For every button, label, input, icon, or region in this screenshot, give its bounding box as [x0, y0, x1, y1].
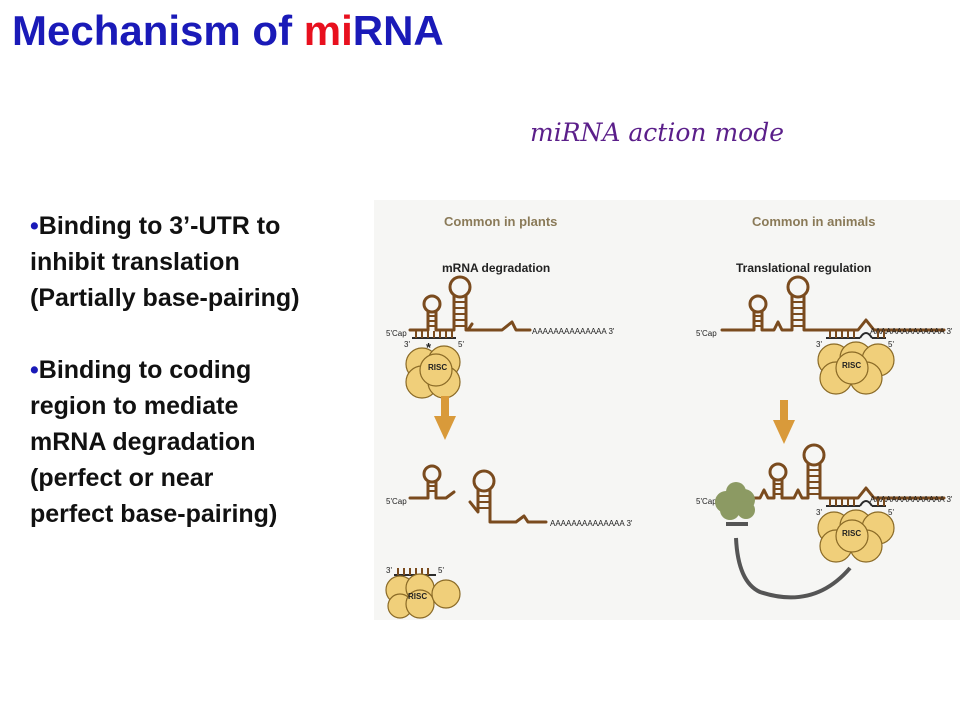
- risc-label: RISC: [842, 529, 861, 538]
- plants-subheader: mRNA degradation: [442, 261, 550, 275]
- bullet-text: Binding to coding: [38, 356, 252, 384]
- plants-header: Common in plants: [444, 214, 557, 229]
- base-pairs: [829, 499, 885, 506]
- hairpin-loop: [748, 294, 768, 314]
- arrow-down-icon: [773, 400, 795, 444]
- risc-complex: RISC: [405, 345, 461, 399]
- bullet-item-coding-region: •Binding to coding region to mediate mRN…: [30, 352, 375, 532]
- plants-mrna-cleaved: 5'Cap AAAAAAAAAAAAAA 3': [386, 464, 633, 528]
- hairpin-loop: [422, 294, 442, 314]
- mrna-strand: [466, 322, 474, 332]
- bullet-marker: •: [30, 356, 39, 384]
- figure-caption: miRNA action mode: [530, 118, 785, 147]
- risc-complex: RISC: [817, 509, 895, 563]
- mirna-5-end: 5': [438, 566, 444, 575]
- arrow-down-icon: [434, 396, 456, 440]
- title-accent: mi: [303, 7, 353, 54]
- mrna-strand: [720, 294, 946, 332]
- mirna-bulge: [859, 332, 873, 339]
- plants-panel: Common in plants mRNA degradation 5'Cap …: [385, 214, 633, 619]
- risc-label: RISC: [408, 592, 427, 601]
- bullet-line: mRNA degradation: [30, 428, 256, 456]
- polya-tail: AAAAAAAAAAAAAA 3': [870, 327, 953, 336]
- bullet-line: region to mediate: [30, 392, 239, 420]
- hairpin-loop: [802, 443, 826, 467]
- feedback-inhibition-arc: [734, 537, 852, 600]
- cap-label: 5'Cap: [696, 497, 717, 506]
- hairpin-loop: [422, 464, 442, 484]
- hairpin-stem: [754, 301, 804, 327]
- mirna-5-end: 5': [888, 508, 894, 517]
- mirna-5-end: 5': [458, 340, 464, 349]
- bullet-line: perfect base-pairing): [30, 500, 278, 528]
- cap-label: 5'Cap: [696, 329, 717, 338]
- bullet-line: (Partially base-pairing): [30, 284, 300, 312]
- risc-complex: RISC: [817, 341, 895, 395]
- mirna-3-end: 3': [404, 340, 410, 349]
- hairpin-loop: [768, 462, 788, 482]
- base-pairs: [415, 331, 453, 338]
- mrna-strand: [720, 462, 946, 500]
- polya-tail: AAAAAAAAAAAAAA 3': [550, 519, 633, 528]
- hairpin-stem: [428, 301, 466, 327]
- mirna-3-end: 3': [816, 340, 822, 349]
- base-pairs: [829, 331, 885, 338]
- title-prefix: Mechanism of: [12, 7, 304, 54]
- hairpin-loop: [472, 469, 496, 493]
- ribosome-icon: [715, 482, 755, 520]
- plants-mrna-top: 5'Cap AAAAAAAAAAAAAA 3' 3' 5' * RISC: [386, 275, 615, 399]
- bullet-marker: •: [30, 212, 39, 240]
- bullet-item-utr-binding: •Binding to 3’-UTR to inhibit translatio…: [30, 208, 375, 316]
- bullet-text: Binding to 3’-UTR to: [38, 212, 281, 240]
- base-pairs: [397, 568, 429, 575]
- mirna-5-end: 5': [888, 340, 894, 349]
- animals-mrna-repressed: 5'Cap AAAAAAAAAAAAAA 3' 3' 5': [696, 443, 953, 600]
- polya-tail: AAAAAAAAAAAAAA 3': [532, 327, 615, 336]
- title-suffix: RNA: [352, 7, 444, 54]
- bullet-list: •Binding to 3’-UTR to inhibit translatio…: [30, 208, 375, 568]
- hairpin-stem: [428, 485, 436, 492]
- hairpin-stem: [478, 495, 490, 509]
- hairpin-loop: [448, 275, 472, 299]
- mirna-bulge: [859, 500, 873, 507]
- mechanism-diagram: Common in plants mRNA degradation 5'Cap …: [385, 214, 953, 619]
- animals-header: Common in animals: [752, 214, 876, 229]
- released-risc: 3' 5' * RISC: [385, 566, 461, 619]
- mrna-fragment: [468, 488, 548, 524]
- bullet-line: inhibit translation: [30, 248, 240, 276]
- mirna-3-end: 3': [386, 566, 392, 575]
- bullet-line: •Binding to coding: [30, 352, 375, 388]
- hairpin-stem: [774, 469, 820, 495]
- cap-label: 5'Cap: [386, 497, 407, 506]
- polya-tail: AAAAAAAAAAAAAA 3': [870, 495, 953, 504]
- risc-label: RISC: [842, 361, 861, 370]
- hairpin-loop: [786, 275, 810, 299]
- cleavage-star: *: [426, 340, 432, 355]
- animals-mrna-top: 5'Cap AAAAAAAAAAAAAA 3' 3' 5' RISC: [696, 275, 953, 395]
- animals-subheader: Translational regulation: [736, 261, 871, 275]
- cap-label: 5'Cap: [386, 329, 407, 338]
- mirna-mechanism-figure: Common in plants mRNA degradation 5'Cap …: [374, 200, 960, 620]
- bullet-line: •Binding to 3’-UTR to: [30, 208, 375, 244]
- risc-label: RISC: [428, 363, 447, 372]
- animals-panel: Common in animals Translational regulati…: [696, 214, 953, 600]
- slide-title: Mechanism of miRNA: [12, 4, 444, 58]
- mirna-3-end: 3': [816, 508, 822, 517]
- inhibition-bar: [726, 522, 748, 526]
- bullet-line: (perfect or near: [30, 464, 214, 492]
